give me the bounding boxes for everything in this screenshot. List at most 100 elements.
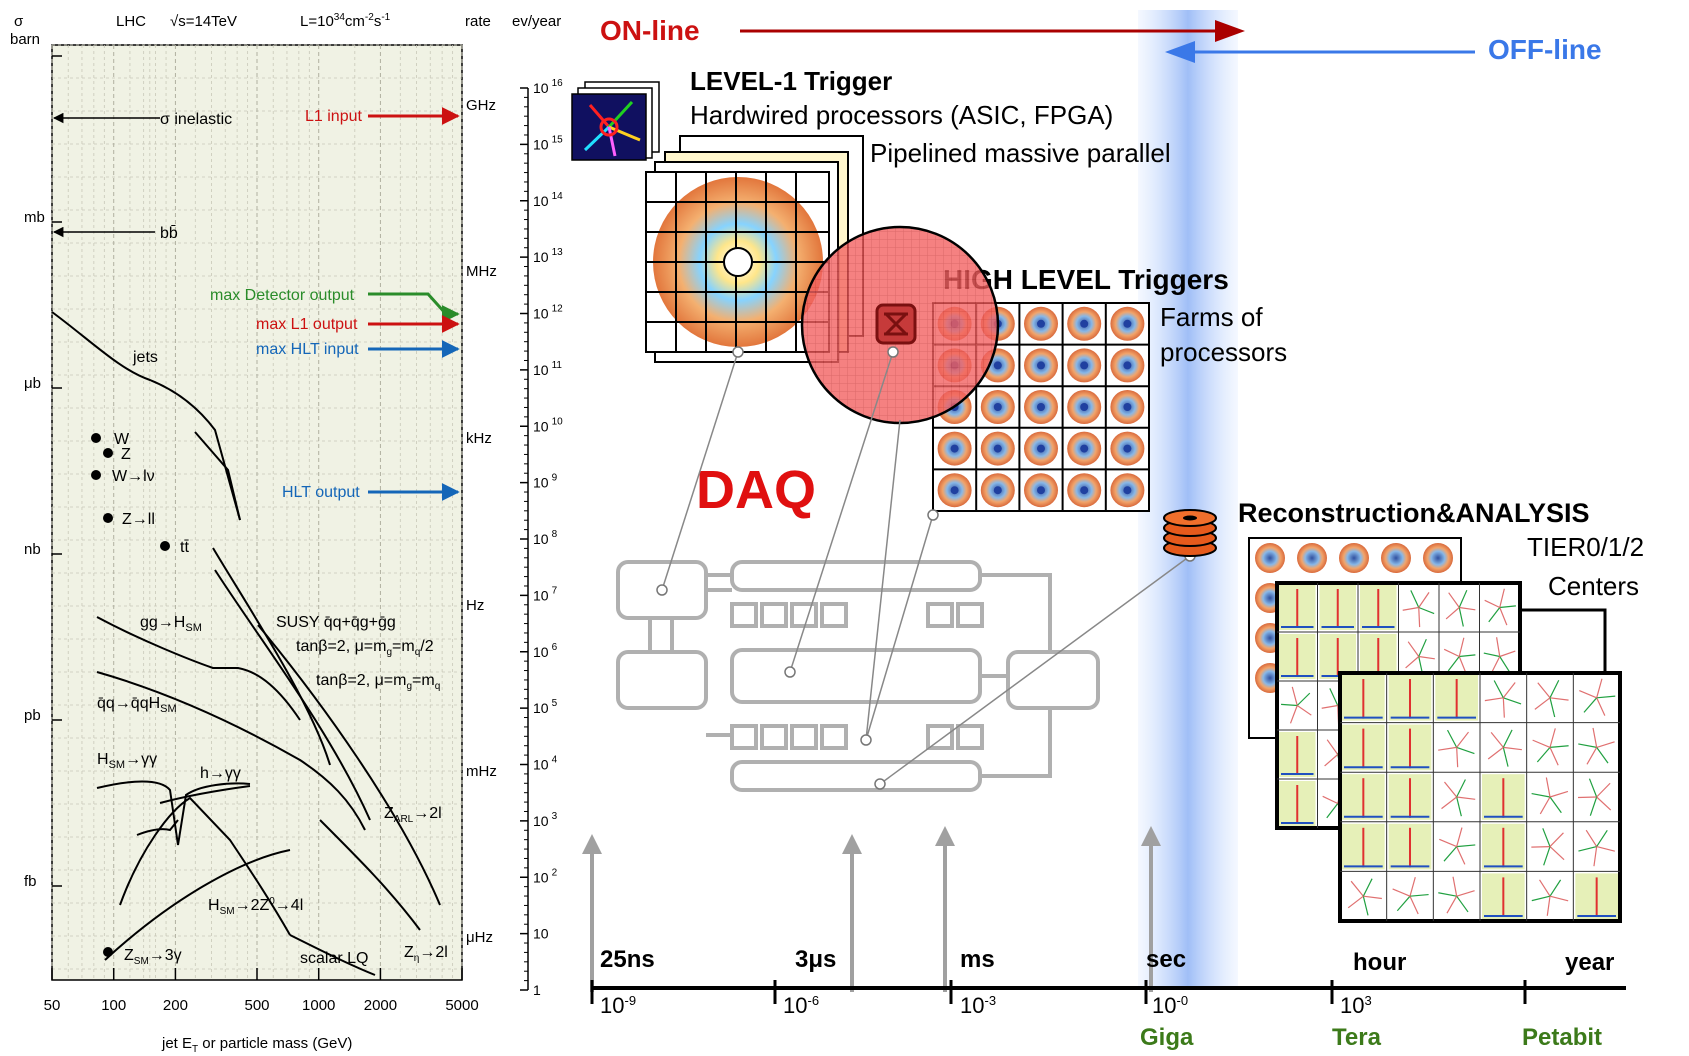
level1-icon [571,81,660,161]
unit-mb: mb [24,209,45,226]
label-z-3g: ZSM→3γ [124,947,182,967]
label-z-ll: Z→ll [122,511,155,528]
curve-qq-h [96,671,366,831]
offline-arrowhead [1165,41,1195,63]
curve-z-3g [104,849,291,961]
curve-z-eta [319,819,421,931]
volume-giga: Giga [1140,1024,1194,1051]
label-susy-3: tanβ=2, μ=mg=mq [316,672,440,692]
daq-label: DAQ [696,460,816,520]
label-w: W [114,431,130,448]
time-25ns: 25ns [600,946,655,973]
barn-label: barn [10,31,40,48]
plot-annotations: σ inelastic bb̄ jets W Z W→lν Z→ll tt̄ g… [97,111,448,967]
volume-tera: Tera [1332,1024,1382,1051]
unit-ub: μb [24,375,41,392]
lhc-header: LHC [116,13,146,30]
x-tick-label: 50 [44,997,61,1014]
reco-line1: TIER0/1/2 [1527,532,1644,562]
evyear-tick-label: 1 [533,982,541,998]
label-hlt-output: HLT output [282,484,360,501]
x-axis-ticks: 50 100 200 500 1000 2000 5000 [44,968,479,1014]
tick-1e-9: 10-9 [600,993,636,1018]
unit-nb: nb [24,541,41,558]
label-max-hlt-input: max HLT input [256,341,359,358]
label-h-4l: HSM→2Z0→4l [208,896,303,917]
label-bbbar: bb̄ [160,225,178,242]
label-susy-2: tanβ=2, μ=mg=mq/2 [296,638,434,658]
sigma-header: σ [14,13,24,30]
label-sigma-inelastic: σ inelastic [160,111,232,128]
label-gg-h: gg→HSM [140,614,202,634]
level1-detector-stack [645,135,864,363]
stage-arrows [582,826,1161,992]
tick-1e0: 10-0 [1152,993,1188,1018]
curve-jets-b [194,431,241,521]
curve-h-4l [119,796,291,936]
curve-z-arl [257,624,441,906]
curve-h-gg-low [136,819,179,836]
hlt-line2: processors [1160,337,1287,367]
x-tick-label: 2000 [364,997,397,1014]
plot-grid [51,44,463,980]
curve-h-gg-2 [159,785,251,804]
online-label: ON-line [600,15,700,46]
x-tick-label: 200 [163,997,188,1014]
label-max-l1: max L1 output [256,316,358,333]
curve-susy-2 [214,569,371,821]
label-jets: jets [132,349,158,366]
label-z-eta: Zη→2l [404,944,448,964]
time-year: year [1565,949,1614,976]
hlt-line1: Farms of [1160,302,1263,332]
unit-pb: pb [24,707,41,724]
label-z: Z [121,446,131,463]
curve-jets [51,311,241,521]
level1-title: LEVEL-1 Trigger [690,66,892,96]
x-tick-label: 500 [244,997,269,1014]
label-ttbar: tt̄ [180,539,189,556]
data-points [91,433,170,957]
curve-h-gg [96,780,251,846]
level1-line1: Hardwired processors (ASIC, FPGA) [690,100,1113,130]
connector-lines [661,351,1191,785]
reco-line2: Centers [1548,571,1639,601]
x-tick-label: 100 [101,997,126,1014]
evyear-header: ev/year [512,13,561,30]
volume-petabit: Petabit [1522,1024,1602,1051]
x-tick-label: 1000 [302,997,335,1014]
x-tick-label: 5000 [445,997,478,1014]
rate-header: rate [465,13,491,30]
daq-architecture [616,560,1100,792]
tick-1e-6: 10-6 [783,993,819,1018]
time-3us: 3μs [795,946,836,973]
cross-section-curves [51,311,441,976]
time-hour: hour [1353,949,1406,976]
curve-susy-1 [212,547,331,766]
rate-hz: Hz [466,597,484,614]
label-scalar-lq: scalar LQ [300,950,368,967]
rate-uhz: μHz [466,929,493,946]
label-h-gg-2: h→γγ [200,765,241,782]
curve-gg-h [96,616,301,721]
curve-lq [289,934,376,976]
tick-1e3: 103 [1340,993,1372,1018]
label-z-arl: ZARL→2l [384,805,442,825]
evyear-tick-label: 10 [533,926,549,942]
time-sec: sec [1146,946,1186,973]
